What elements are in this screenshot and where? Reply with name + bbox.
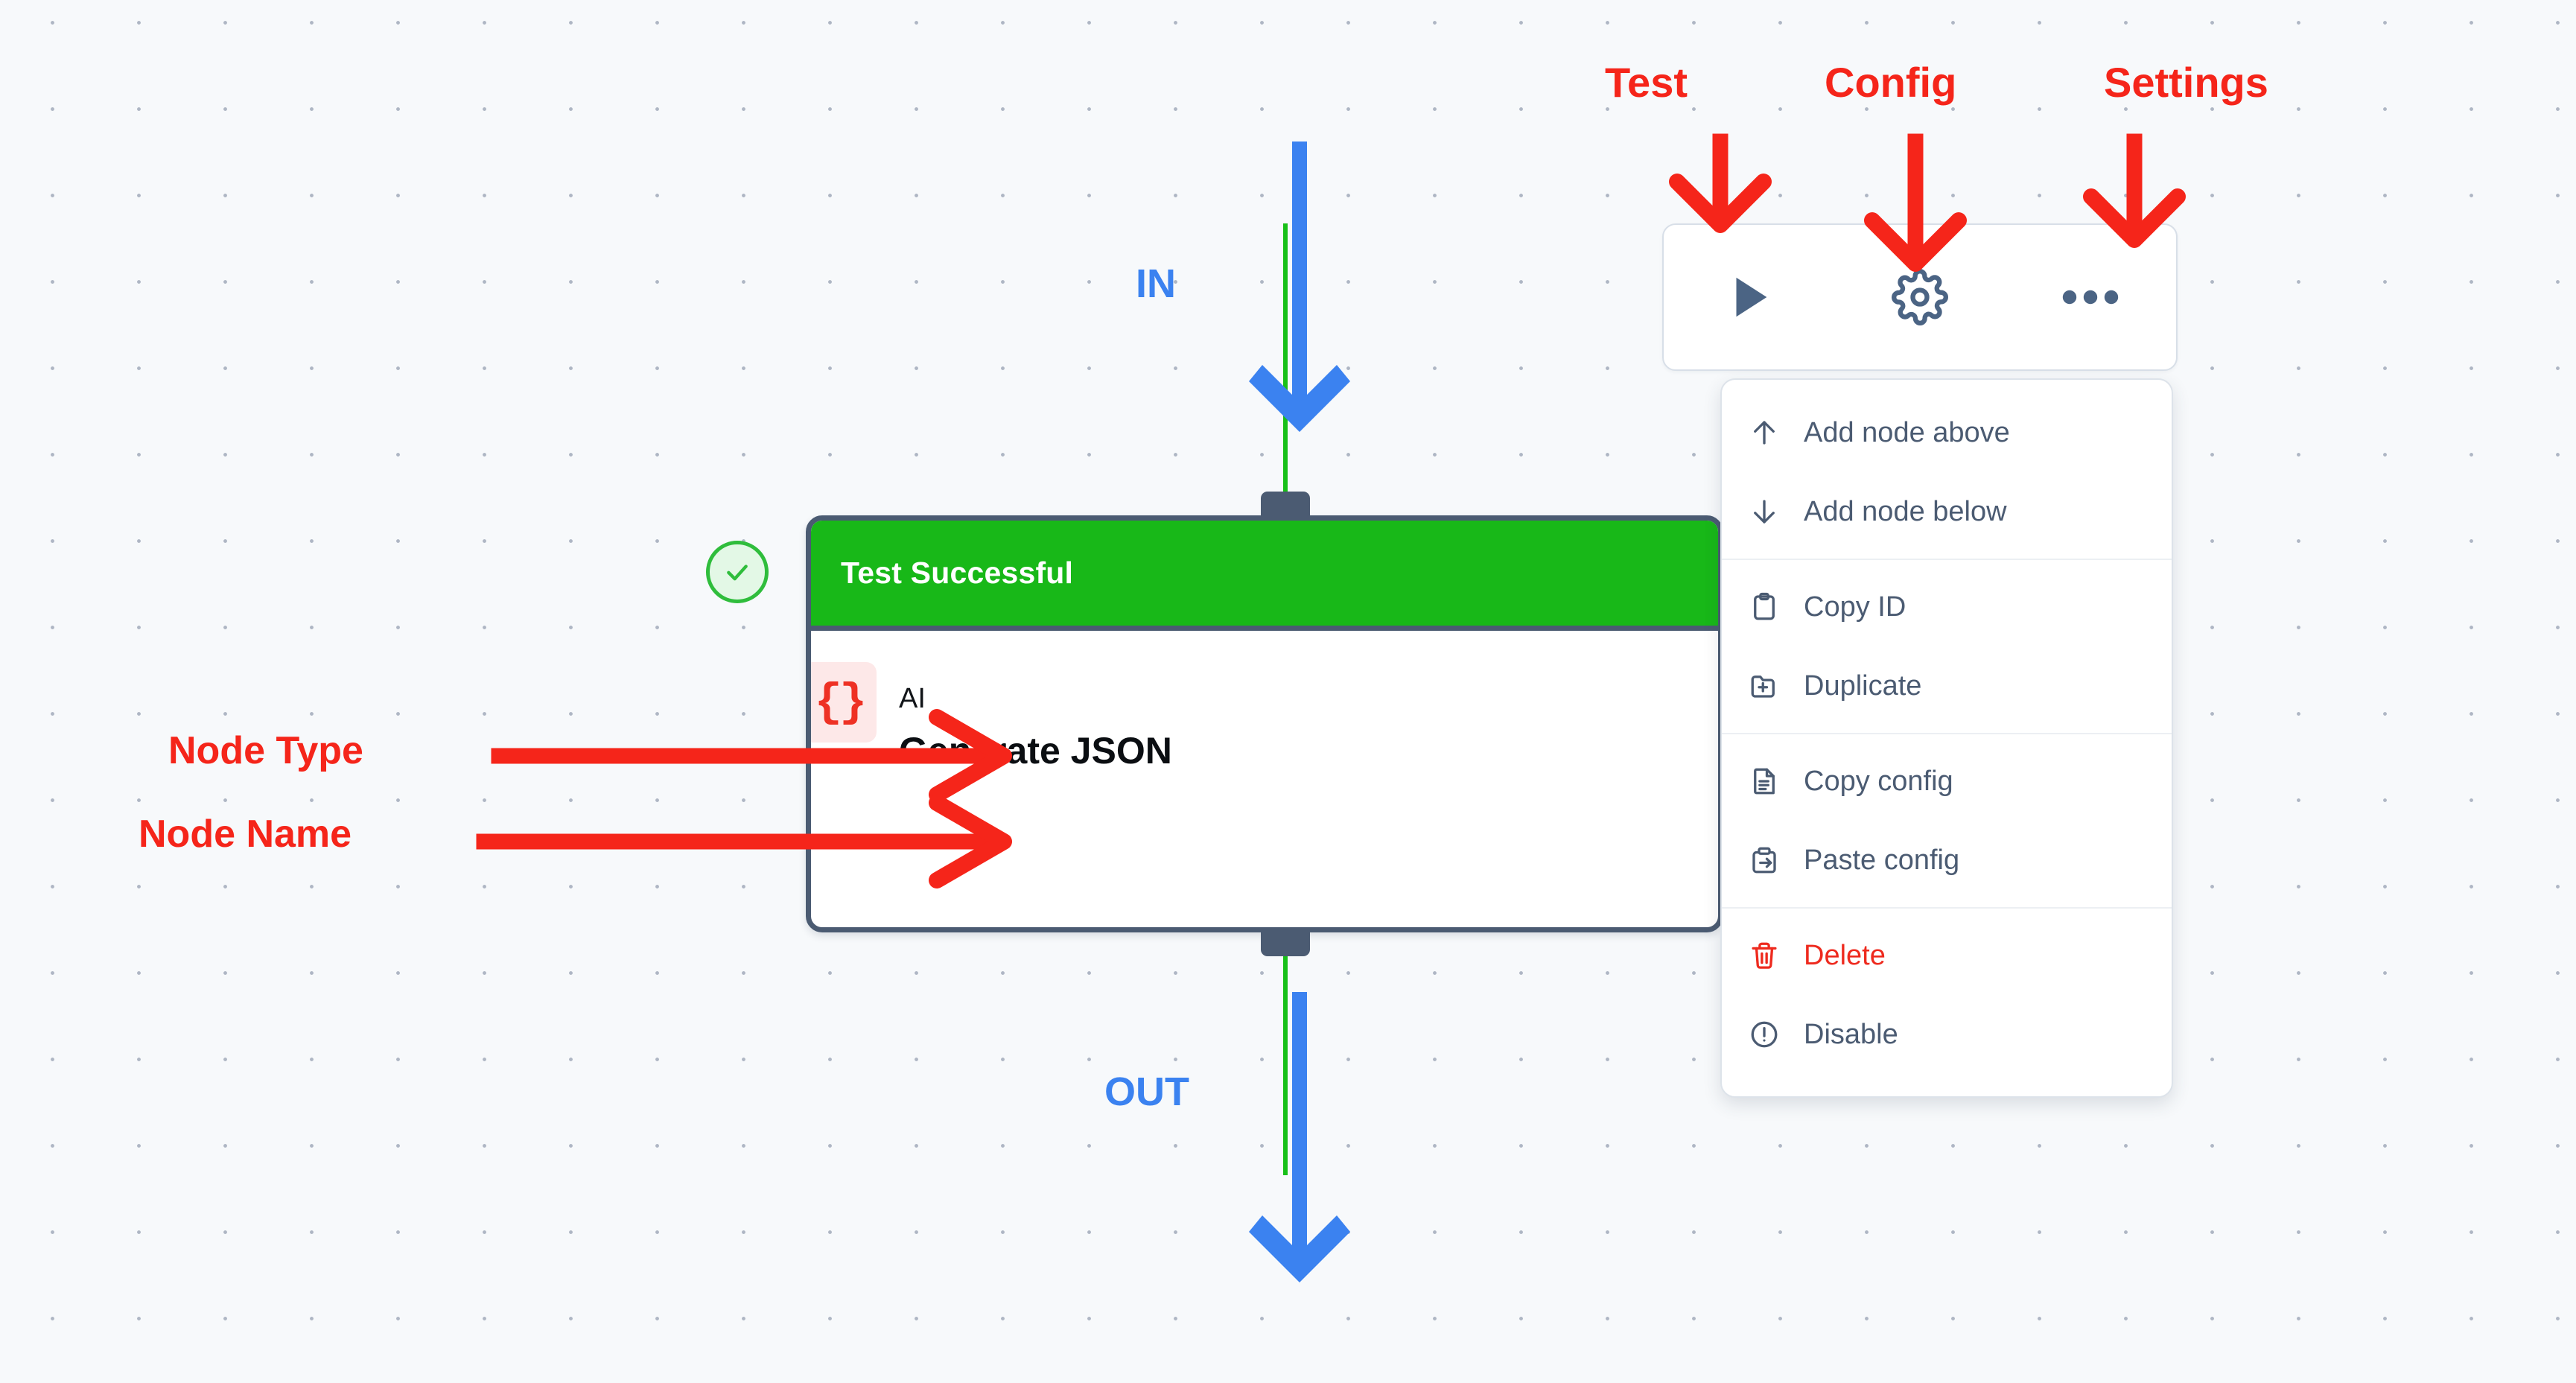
arrow-up-icon xyxy=(1749,417,1795,448)
menu-divider xyxy=(1722,907,2172,909)
menu-item-add-node-above[interactable]: Add node above xyxy=(1722,393,2172,472)
output-port[interactable] xyxy=(1261,929,1310,956)
menu-item-copy-id[interactable]: Copy ID xyxy=(1722,567,2172,646)
input-port[interactable] xyxy=(1261,492,1310,518)
node-status-header: Test Successful xyxy=(811,521,1718,631)
settings-button[interactable] xyxy=(2006,225,2176,369)
output-wire xyxy=(1283,952,1288,1175)
menu-item-label: Paste config xyxy=(1804,844,1960,876)
arrow-down-icon xyxy=(1749,496,1795,527)
menu-item-copy-config[interactable]: Copy config xyxy=(1722,742,2172,821)
node-body: {} AI Generate JSON xyxy=(811,631,1718,927)
menu-divider xyxy=(1722,733,2172,734)
annotation-settings: Settings xyxy=(2104,59,2268,106)
menu-item-label: Delete xyxy=(1804,939,1886,971)
io-label-in: IN xyxy=(1136,261,1176,306)
node-toolbar[interactable] xyxy=(1662,223,2178,371)
menu-item-label: Copy ID xyxy=(1804,591,1906,623)
input-wire xyxy=(1283,223,1288,497)
annotation-node-name: Node Name xyxy=(139,813,352,856)
workflow-node[interactable]: Test Successful {} AI Generate JSON xyxy=(806,515,1723,932)
ellipsis-icon xyxy=(2063,290,2119,305)
folder-plus-icon xyxy=(1749,670,1795,702)
gear-icon xyxy=(1892,269,1948,325)
menu-item-paste-config[interactable]: Paste config xyxy=(1722,821,2172,900)
test-button[interactable] xyxy=(1664,225,1834,369)
menu-item-label: Copy config xyxy=(1804,765,1953,797)
menu-item-label: Duplicate xyxy=(1804,670,1922,702)
annotation-test: Test xyxy=(1605,59,1688,106)
exclamation-circle-icon xyxy=(1749,1019,1795,1050)
menu-item-label: Add node above xyxy=(1804,416,2010,448)
clipboard-arrow-icon xyxy=(1749,845,1795,876)
play-icon xyxy=(1736,277,1766,317)
trash-icon xyxy=(1749,940,1795,971)
status-badge xyxy=(706,541,769,603)
document-lines-icon xyxy=(1749,766,1795,797)
node-status-label: Test Successful xyxy=(841,556,1074,590)
menu-item-duplicate[interactable]: Duplicate xyxy=(1722,646,2172,725)
menu-item-delete[interactable]: Delete xyxy=(1722,916,2172,995)
node-context-menu[interactable]: Add node above Add node below Copy ID Du… xyxy=(1720,378,2173,1098)
config-button[interactable] xyxy=(1834,225,2005,369)
menu-item-label: Add node below xyxy=(1804,495,2007,527)
check-icon xyxy=(727,565,748,581)
annotation-node-type: Node Type xyxy=(168,729,363,772)
menu-item-disable[interactable]: Disable xyxy=(1722,995,2172,1074)
annotation-config: Config xyxy=(1825,59,1957,106)
clipboard-icon xyxy=(1749,591,1795,623)
menu-divider xyxy=(1722,559,2172,560)
menu-item-add-node-below[interactable]: Add node below xyxy=(1722,472,2172,551)
curly-braces-icon: {} xyxy=(811,662,877,743)
io-label-out: OUT xyxy=(1104,1069,1189,1114)
menu-item-label: Disable xyxy=(1804,1018,1898,1050)
node-type-label: AI xyxy=(899,683,926,714)
node-name-label: Generate JSON xyxy=(899,730,1172,772)
